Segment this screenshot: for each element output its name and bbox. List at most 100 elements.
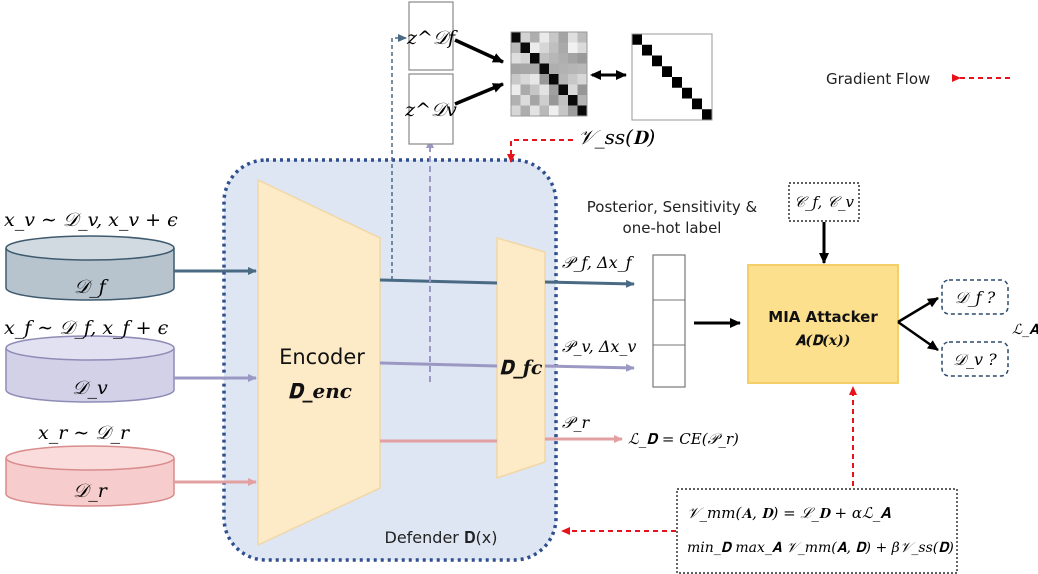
matrix-cell: [549, 42, 559, 54]
flow-validation-out: [544, 363, 635, 372]
matrix-cell: [577, 84, 588, 96]
output-forget-label: 𝒫_f, Δx_f: [562, 253, 635, 272]
matrix-cell: [577, 32, 588, 43]
matrix-cell: [539, 74, 550, 85]
matrix-cell: [568, 84, 578, 96]
matrix-cell: [511, 42, 521, 54]
matrix-cell: [539, 84, 550, 96]
matrix-cell: [558, 95, 569, 106]
attacker-output-forget-label: 𝒟_f ?: [955, 288, 996, 307]
matrix-cell: [520, 42, 531, 54]
matrix-cell: [549, 32, 559, 43]
output-retain-label: 𝒫_r: [562, 413, 591, 432]
matrix-cell: [520, 32, 531, 43]
attacker-title: MIA Attacker: [768, 308, 878, 326]
attacker-output-forget-box: [941, 279, 1009, 315]
identity-matrix: [632, 34, 712, 120]
matrix-cell: [539, 63, 550, 75]
condition-box: [788, 182, 860, 222]
matrix-cell: [558, 53, 569, 64]
identity-cell: [682, 87, 692, 99]
matrix-cell: [511, 105, 521, 117]
objective-line1: 𝒱_mm(𝐀, 𝐃) = ℒ_𝐃 + αℒ_𝐀: [687, 504, 891, 522]
matrix-cell: [530, 95, 540, 106]
arrow-embedding-forget: [391, 34, 407, 280]
dataset-forget: [5, 235, 175, 301]
arrow-zf-to-matrix: [454, 38, 504, 64]
matrix-cell: [568, 42, 578, 54]
identity-cell: [642, 44, 652, 56]
objective-box: [676, 488, 958, 574]
matrix-cell: [577, 53, 588, 64]
matrix-cell: [511, 84, 521, 96]
matrix-cell: [530, 74, 540, 85]
identity-cell: [702, 109, 712, 120]
matrix-cell: [568, 32, 578, 43]
matrix-cell: [530, 42, 540, 54]
identity-cell: [632, 34, 642, 45]
dataset-validation-caption: x_f ∼ 𝒟_f, x_f + ϵ: [4, 317, 169, 339]
matrix-cell: [558, 32, 569, 43]
fc-symbol: 𝐃_fc: [500, 357, 543, 379]
matrix-cell: [539, 95, 550, 106]
matrix-cell: [511, 63, 521, 75]
matrix-cell: [577, 105, 588, 117]
output-header-line1: Posterior, Sensitivity &: [587, 198, 758, 216]
retain-loss-label: ℒ_𝐃 = CE(𝒫_r): [628, 430, 739, 448]
matrix-cell: [558, 42, 569, 54]
dataset-retain: [5, 445, 175, 507]
output-validation-label: 𝒫_v, Δx_v: [562, 337, 636, 356]
matrix-cell: [530, 105, 540, 117]
identity-cell: [652, 55, 662, 67]
legend-label: Gradient Flow: [826, 70, 930, 88]
flow-forget-out: [544, 279, 635, 288]
matrix-cell: [549, 105, 559, 117]
matrix-cell: [568, 63, 578, 75]
defender-title: Defender 𝐃(x): [385, 528, 498, 547]
matrix-cell: [568, 53, 578, 64]
dataset-forget-caption: x_v ∼ 𝒟_v, x_v + ϵ: [4, 209, 178, 231]
matrix-cell: [568, 95, 578, 106]
encoder-block: [257, 178, 381, 547]
matrix-cell: [530, 63, 540, 75]
dataset-retain-label: 𝒟_r: [73, 480, 109, 502]
embedding-forget-label: z^𝒟f: [406, 27, 458, 49]
matrix-cell: [549, 84, 559, 96]
matrix-cell: [539, 53, 550, 64]
attacker-subtitle: 𝐀(𝐃(x)): [795, 333, 851, 349]
identity-cell: [692, 98, 702, 110]
identity-cell: [672, 77, 682, 88]
flow-forget-mid: [379, 278, 498, 285]
matrix-cell: [539, 42, 550, 54]
matrix-cell: [520, 95, 531, 106]
dataset-validation-label: 𝒟_v: [72, 377, 108, 399]
attacker-output-validation-label: 𝒟_v ?: [953, 350, 997, 369]
matrix-cell: [520, 74, 531, 85]
embedding-validation-label: z^𝒟v: [404, 99, 457, 121]
matrix-cell: [558, 105, 569, 117]
matrix-cell: [530, 32, 540, 43]
matrix-cell: [520, 105, 531, 117]
identity-cell: [662, 66, 672, 77]
matrix-cell: [577, 42, 588, 54]
arrow-attacker-to-validation: [897, 320, 939, 352]
matrix-cell: [530, 84, 540, 96]
flow-validation-mid: [379, 361, 498, 368]
matrix-cell: [530, 53, 540, 64]
encoder-symbol: 𝐃_enc: [288, 379, 352, 403]
matrix-cell: [520, 53, 531, 64]
similarity-matrix: [511, 32, 588, 117]
matrix-cell: [511, 74, 521, 85]
output-header-line2: one-hot label: [623, 219, 722, 237]
matrix-cell: [577, 63, 588, 75]
matrix-cell: [577, 74, 588, 85]
attacker-output-validation-box: [941, 341, 1009, 377]
matrix-cell: [558, 74, 569, 85]
gradient-similarity-to-defender: [507, 139, 573, 163]
arrow-zv-to-matrix: [454, 82, 504, 106]
matrix-cell: [549, 63, 559, 75]
attacker-loss-label: ℒ_𝐀: [1012, 322, 1038, 338]
dataset-retain-caption: x_r ∼ 𝒟_r: [38, 422, 131, 444]
matrix-cell: [568, 105, 578, 117]
